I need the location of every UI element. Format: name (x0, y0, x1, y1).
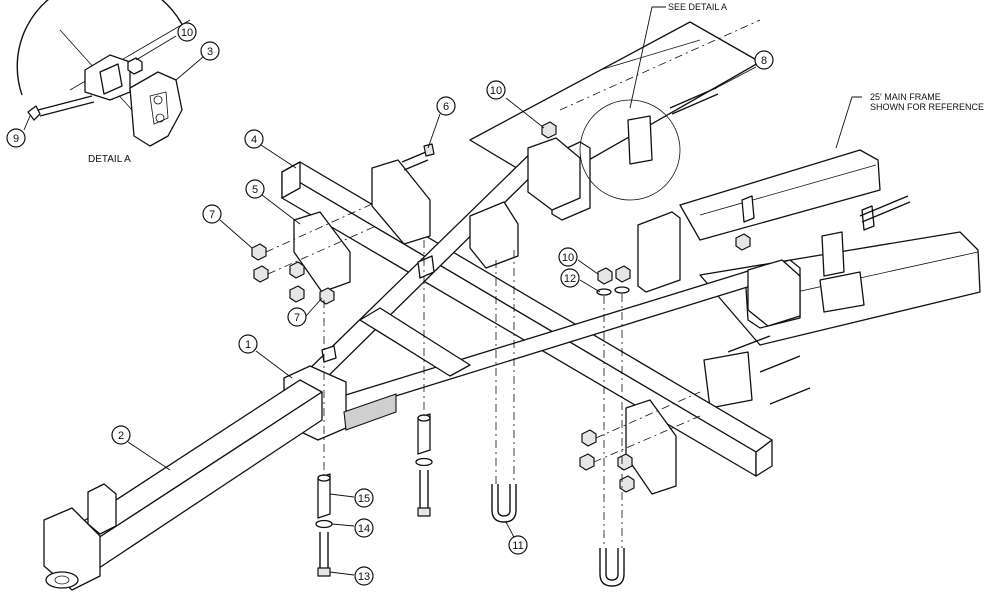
mounting-plate-5 (293, 211, 351, 293)
svg-text:10: 10 (562, 252, 574, 264)
detail-a-label: DETAIL A (88, 154, 131, 165)
svg-text:7: 7 (209, 209, 215, 221)
svg-text:12: 12 (564, 273, 576, 285)
svg-text:2: 2 (118, 430, 124, 442)
callout-balloon-10a: 10 (177, 22, 197, 42)
svg-text:9: 9 (13, 133, 19, 145)
svg-text:6: 6 (443, 101, 449, 113)
svg-text:1: 1 (245, 339, 251, 351)
svg-text:3: 3 (207, 46, 213, 58)
mounting-plate-upper (371, 159, 431, 245)
callout-balloon-1: 1 (238, 334, 258, 354)
callout-balloon-9: 9 (6, 128, 26, 148)
svg-text:15: 15 (358, 493, 370, 505)
svg-text:8: 8 (761, 55, 767, 67)
callout-balloon-8: 8 (754, 50, 774, 70)
fasteners (251, 87, 911, 587)
callout-balloon-11: 11 (508, 535, 528, 555)
main-frame-note-line2: SHOWN FOR REFERENCE (870, 102, 984, 112)
callout-leaders (23, 6, 862, 576)
callout-balloon-12: 12 (560, 268, 580, 288)
callout-balloon-10c: 10 (558, 247, 578, 267)
callout-balloon-10b: 10 (486, 80, 506, 100)
callout-balloon-4: 4 (244, 129, 264, 149)
callout-balloon-7a: 7 (202, 204, 222, 224)
svg-text:5: 5 (252, 184, 258, 196)
assembly-centerlines (265, 203, 701, 548)
svg-text:14: 14 (358, 523, 370, 535)
svg-text:13: 13 (358, 571, 370, 583)
callout-balloon-15: 15 (354, 488, 374, 508)
tongue-2 (43, 379, 323, 591)
callout-balloon-6: 6 (436, 96, 456, 116)
detail-a-callout-circle (579, 99, 681, 201)
callout-balloon-13: 13 (354, 566, 374, 586)
callout-balloon-2: 2 (111, 425, 131, 445)
svg-text:10: 10 (181, 27, 193, 39)
svg-text:4: 4 (251, 134, 257, 146)
callout-balloon-14: 14 (354, 518, 374, 538)
svg-text:10: 10 (490, 85, 502, 97)
see-detail-note: SEE DETAIL A (668, 2, 727, 12)
callout-balloon-5: 5 (245, 179, 265, 199)
callout-balloon-7b: 7 (287, 307, 307, 327)
svg-text:7: 7 (294, 312, 300, 324)
main-frame-note-line1: 25' MAIN FRAME (870, 92, 941, 102)
detail-a-inset (16, 0, 191, 147)
svg-text:11: 11 (512, 540, 523, 552)
a-frame-1 (283, 137, 801, 441)
callout-balloon-3: 3 (200, 41, 220, 61)
